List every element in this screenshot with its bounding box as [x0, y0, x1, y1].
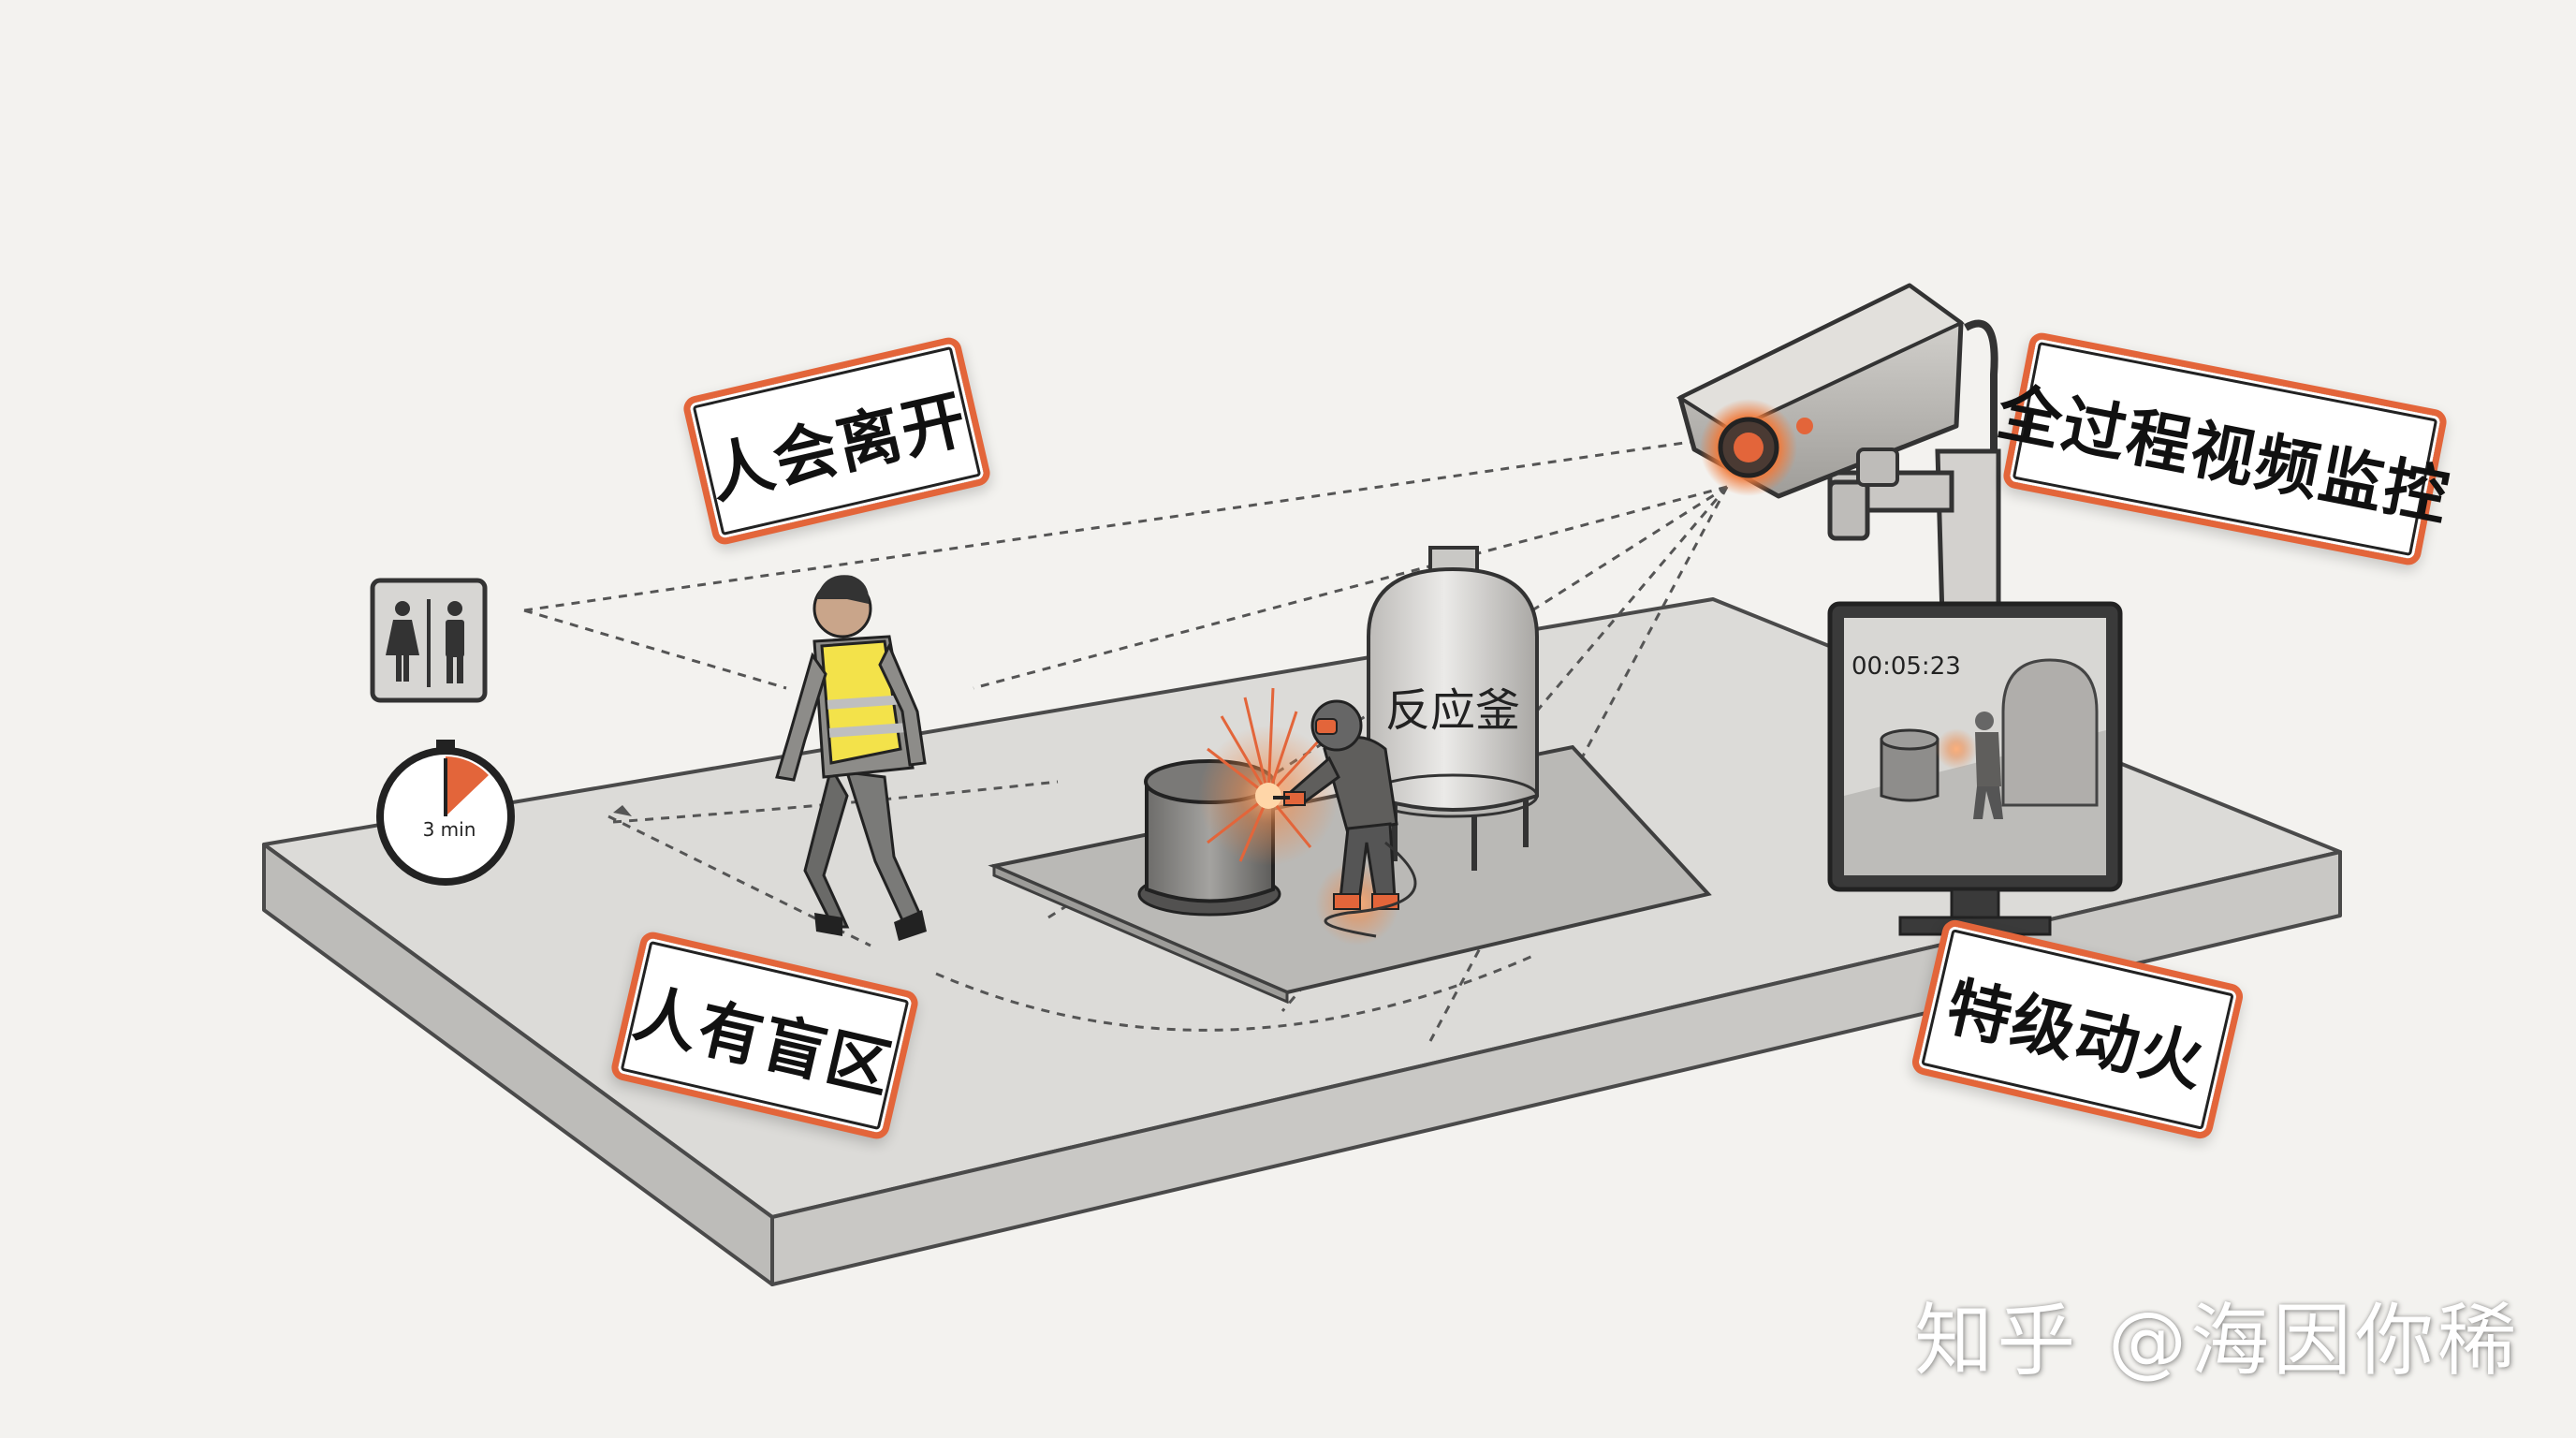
reactor-tank: 反应釜 [1367, 546, 1539, 871]
welder-worker [1273, 699, 1417, 938]
restroom-sign-icon [370, 578, 488, 703]
walking-worker [775, 575, 927, 941]
reactor-label: 反应釜 [1385, 684, 1520, 737]
security-camera-icon [1676, 283, 2001, 621]
monitor-timestamp: 00:05:23 [1852, 653, 1961, 681]
stopwatch-icon: 3 min [376, 740, 515, 886]
direction-arrow [613, 805, 632, 816]
monitor-icon: 00:05:23 [1827, 601, 2123, 936]
stopwatch-label: 3 min [423, 818, 476, 841]
watermark: 知乎 @海因你稀 [1914, 1295, 2520, 1387]
